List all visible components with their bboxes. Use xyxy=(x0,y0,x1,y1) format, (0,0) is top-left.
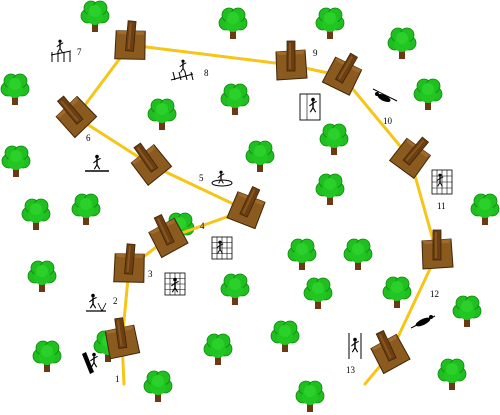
platform xyxy=(55,95,98,139)
zipline-icon xyxy=(372,88,398,103)
tree xyxy=(0,73,30,106)
net-crawl-icon xyxy=(86,293,107,312)
tree xyxy=(287,238,317,271)
platform xyxy=(421,229,454,270)
platform xyxy=(370,330,411,375)
rope-climb-icon xyxy=(348,333,362,359)
climbing-wall-icon xyxy=(299,93,321,121)
station-number-label: 6 xyxy=(86,133,91,143)
platform xyxy=(113,243,145,283)
tree xyxy=(303,277,333,310)
tree xyxy=(21,198,51,231)
tree xyxy=(1,145,31,178)
climbing-net-icon xyxy=(164,272,186,296)
balance-beam-icon xyxy=(85,154,109,172)
ring-swing-icon xyxy=(211,170,233,187)
wall-climb-icon xyxy=(82,352,98,374)
tree xyxy=(27,260,57,293)
station-number-label: 13 xyxy=(346,365,356,375)
station-number-label: 3 xyxy=(148,269,153,279)
station-number-label: 12 xyxy=(430,289,439,299)
rope-ladder-icon xyxy=(50,39,72,62)
station-number-label: 7 xyxy=(77,47,82,57)
log-walk-icon xyxy=(170,59,194,81)
platform xyxy=(321,52,363,96)
tree xyxy=(220,273,250,306)
platform xyxy=(104,317,141,360)
tree xyxy=(245,140,275,173)
activity-icons-layer xyxy=(50,39,453,374)
tree xyxy=(80,0,110,33)
tree xyxy=(343,238,373,271)
tree xyxy=(295,380,325,413)
tree xyxy=(382,276,412,309)
platform xyxy=(275,40,308,81)
tree xyxy=(147,98,177,131)
station-number-label: 10 xyxy=(383,116,393,126)
tree xyxy=(315,173,345,206)
tree xyxy=(470,193,500,226)
platform xyxy=(226,186,266,230)
platform xyxy=(388,136,432,179)
vertical-net-icon xyxy=(431,169,453,195)
tree xyxy=(32,340,62,373)
platforms-layer xyxy=(55,20,454,375)
station-number-label: 2 xyxy=(113,296,118,306)
tree xyxy=(319,123,349,156)
station-number-label: 8 xyxy=(204,68,209,78)
platform xyxy=(114,20,146,60)
station-number-label: 4 xyxy=(200,221,205,231)
tree xyxy=(387,27,417,60)
tree xyxy=(413,78,443,111)
tree xyxy=(71,193,101,226)
station-number-label: 9 xyxy=(313,48,318,58)
tree xyxy=(270,320,300,353)
platform xyxy=(130,142,173,187)
tree xyxy=(220,83,250,116)
tree xyxy=(143,370,173,403)
flying-fox-icon xyxy=(410,315,436,329)
station-number-label: 1 xyxy=(115,374,120,384)
cargo-net-icon xyxy=(211,236,233,260)
tree xyxy=(203,333,233,366)
station-number-label: 5 xyxy=(199,173,204,183)
station-number-label: 11 xyxy=(437,201,446,211)
tree xyxy=(218,7,248,40)
tree xyxy=(315,7,345,40)
platform xyxy=(148,214,189,259)
tree xyxy=(437,358,467,391)
tree xyxy=(452,295,482,328)
